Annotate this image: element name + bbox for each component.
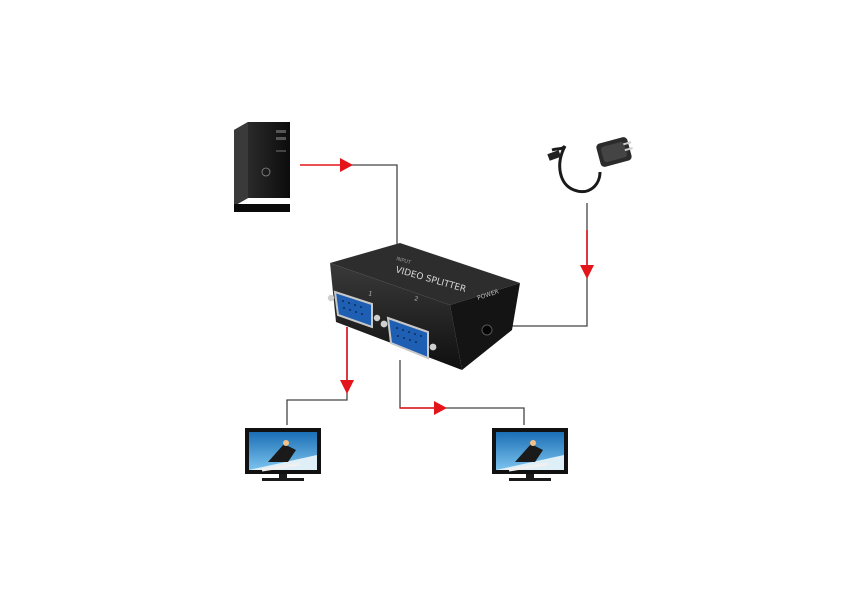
vga-port-2 bbox=[380, 316, 437, 360]
signal-arrows bbox=[300, 158, 594, 415]
input-label: INPUT bbox=[395, 256, 412, 266]
port1-to-monitor1-line bbox=[286, 327, 348, 425]
power-adapter-icon bbox=[547, 137, 633, 193]
desktop-computer-icon bbox=[234, 122, 290, 212]
port1-label: 1 bbox=[367, 290, 373, 298]
vga-port-1 bbox=[327, 290, 381, 329]
arrow-down-icon bbox=[580, 265, 594, 279]
monitor-icon bbox=[492, 428, 568, 481]
arrow-right-icon bbox=[340, 158, 353, 172]
pc-to-splitter-line bbox=[340, 164, 398, 262]
arrow-down-icon bbox=[340, 380, 354, 394]
arrow-right-icon bbox=[434, 401, 447, 415]
vga-splitter-device: VIDEO SPLITTER POWER 1 2 INPUT bbox=[327, 243, 520, 370]
power-jack bbox=[481, 324, 493, 336]
port2-label: 2 bbox=[413, 295, 419, 303]
monitor-icon bbox=[245, 428, 321, 481]
port2-to-monitor2-line bbox=[399, 360, 525, 425]
